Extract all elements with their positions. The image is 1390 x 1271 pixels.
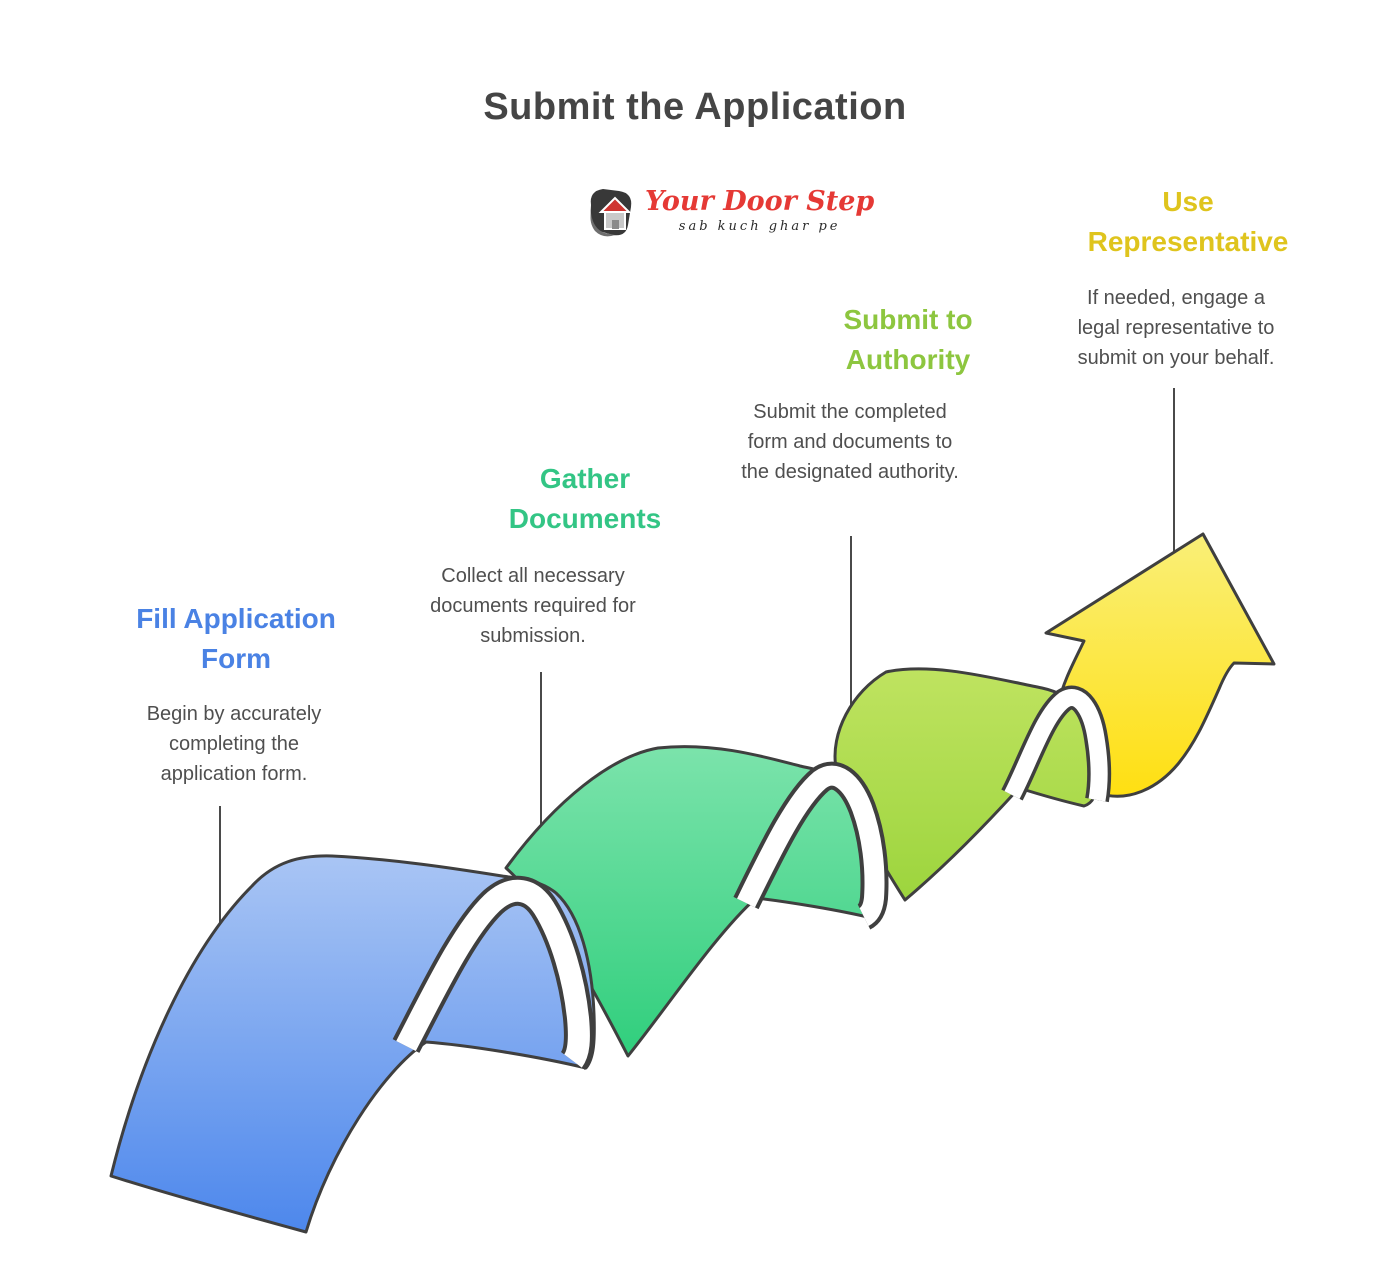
ribbon-twist-arc-1: [392, 875, 594, 1070]
step4-heading: Use Representative: [1087, 186, 1289, 257]
brand-logo: Your Door Step sab kuch ghar pe: [583, 183, 874, 241]
step4-description: If needed, engage a legal representative…: [1077, 287, 1275, 369]
step2-heading: Gather Documents: [508, 463, 662, 534]
house-cube-icon: [590, 189, 632, 237]
step3-heading: Submit to Authority: [843, 304, 973, 375]
page-title: Submit the Application: [483, 86, 907, 128]
brand-tagline: sab kuch ghar pe: [678, 219, 841, 234]
ribbon-twist-arc-3: [1001, 685, 1112, 803]
wave-segment-step1: [109, 854, 596, 1234]
ribbon-twist-arc-2: [733, 761, 889, 930]
step1-heading: Fill Application Form: [136, 603, 336, 674]
brand-name: Your Door Step: [645, 186, 875, 217]
step3-description: Submit the completed form and documents …: [741, 401, 959, 483]
step1-description: Begin by accurately completing the appli…: [146, 703, 322, 785]
house-glyph: [598, 196, 632, 230]
step2-description: Collect all necessary documents required…: [430, 565, 636, 647]
